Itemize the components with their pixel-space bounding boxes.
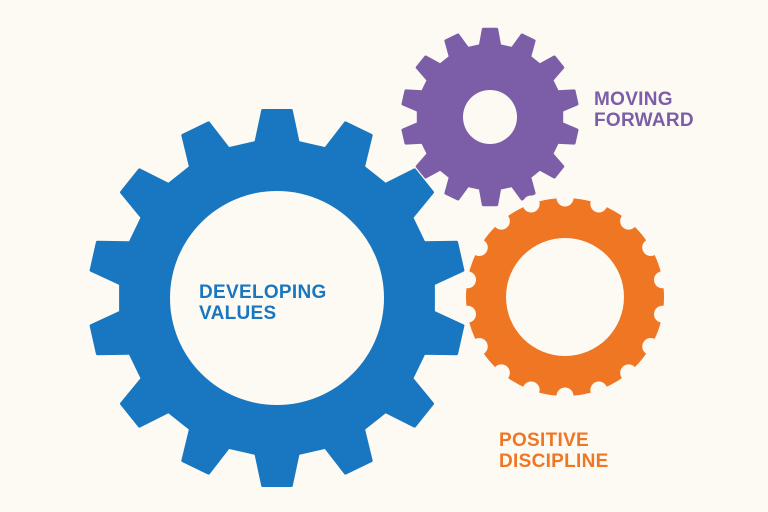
gear-notch xyxy=(470,338,488,355)
gear-notch xyxy=(556,387,574,405)
gear-notch xyxy=(556,189,574,207)
label-line: DEVELOPING xyxy=(199,282,327,303)
orange-gear xyxy=(459,189,671,405)
label-line: MOVING xyxy=(594,89,673,110)
gear-hole xyxy=(506,238,624,356)
gear-notch xyxy=(642,338,660,355)
gear-hole xyxy=(170,191,384,405)
label-line: VALUES xyxy=(199,303,277,324)
gear-notch xyxy=(653,305,671,323)
gear-notch xyxy=(522,195,540,213)
gear-notch xyxy=(459,271,477,289)
gear-notch xyxy=(620,212,638,230)
gear-notch xyxy=(459,305,477,323)
gear-notch xyxy=(492,212,510,230)
gear-notch xyxy=(653,271,671,289)
label-line: POSITIVE xyxy=(499,430,590,451)
gear-notch xyxy=(492,364,510,382)
purple-gear xyxy=(401,27,579,207)
gear-notch xyxy=(590,195,608,213)
label-line: FORWARD xyxy=(594,110,694,131)
developing-values-label: DEVELOPING VALUES xyxy=(199,282,327,324)
positive-discipline-label: POSITIVE DISCIPLINE xyxy=(499,430,609,472)
gear-notch xyxy=(470,239,488,256)
gear-notch xyxy=(522,381,540,399)
gear-notch xyxy=(642,239,660,256)
label-line: DISCIPLINE xyxy=(499,451,609,472)
gear-hole xyxy=(463,90,517,144)
gear-notch xyxy=(590,381,608,399)
blue-gear xyxy=(89,109,465,487)
gear-notch xyxy=(620,364,638,382)
moving-forward-label: MOVING FORWARD xyxy=(594,89,694,131)
